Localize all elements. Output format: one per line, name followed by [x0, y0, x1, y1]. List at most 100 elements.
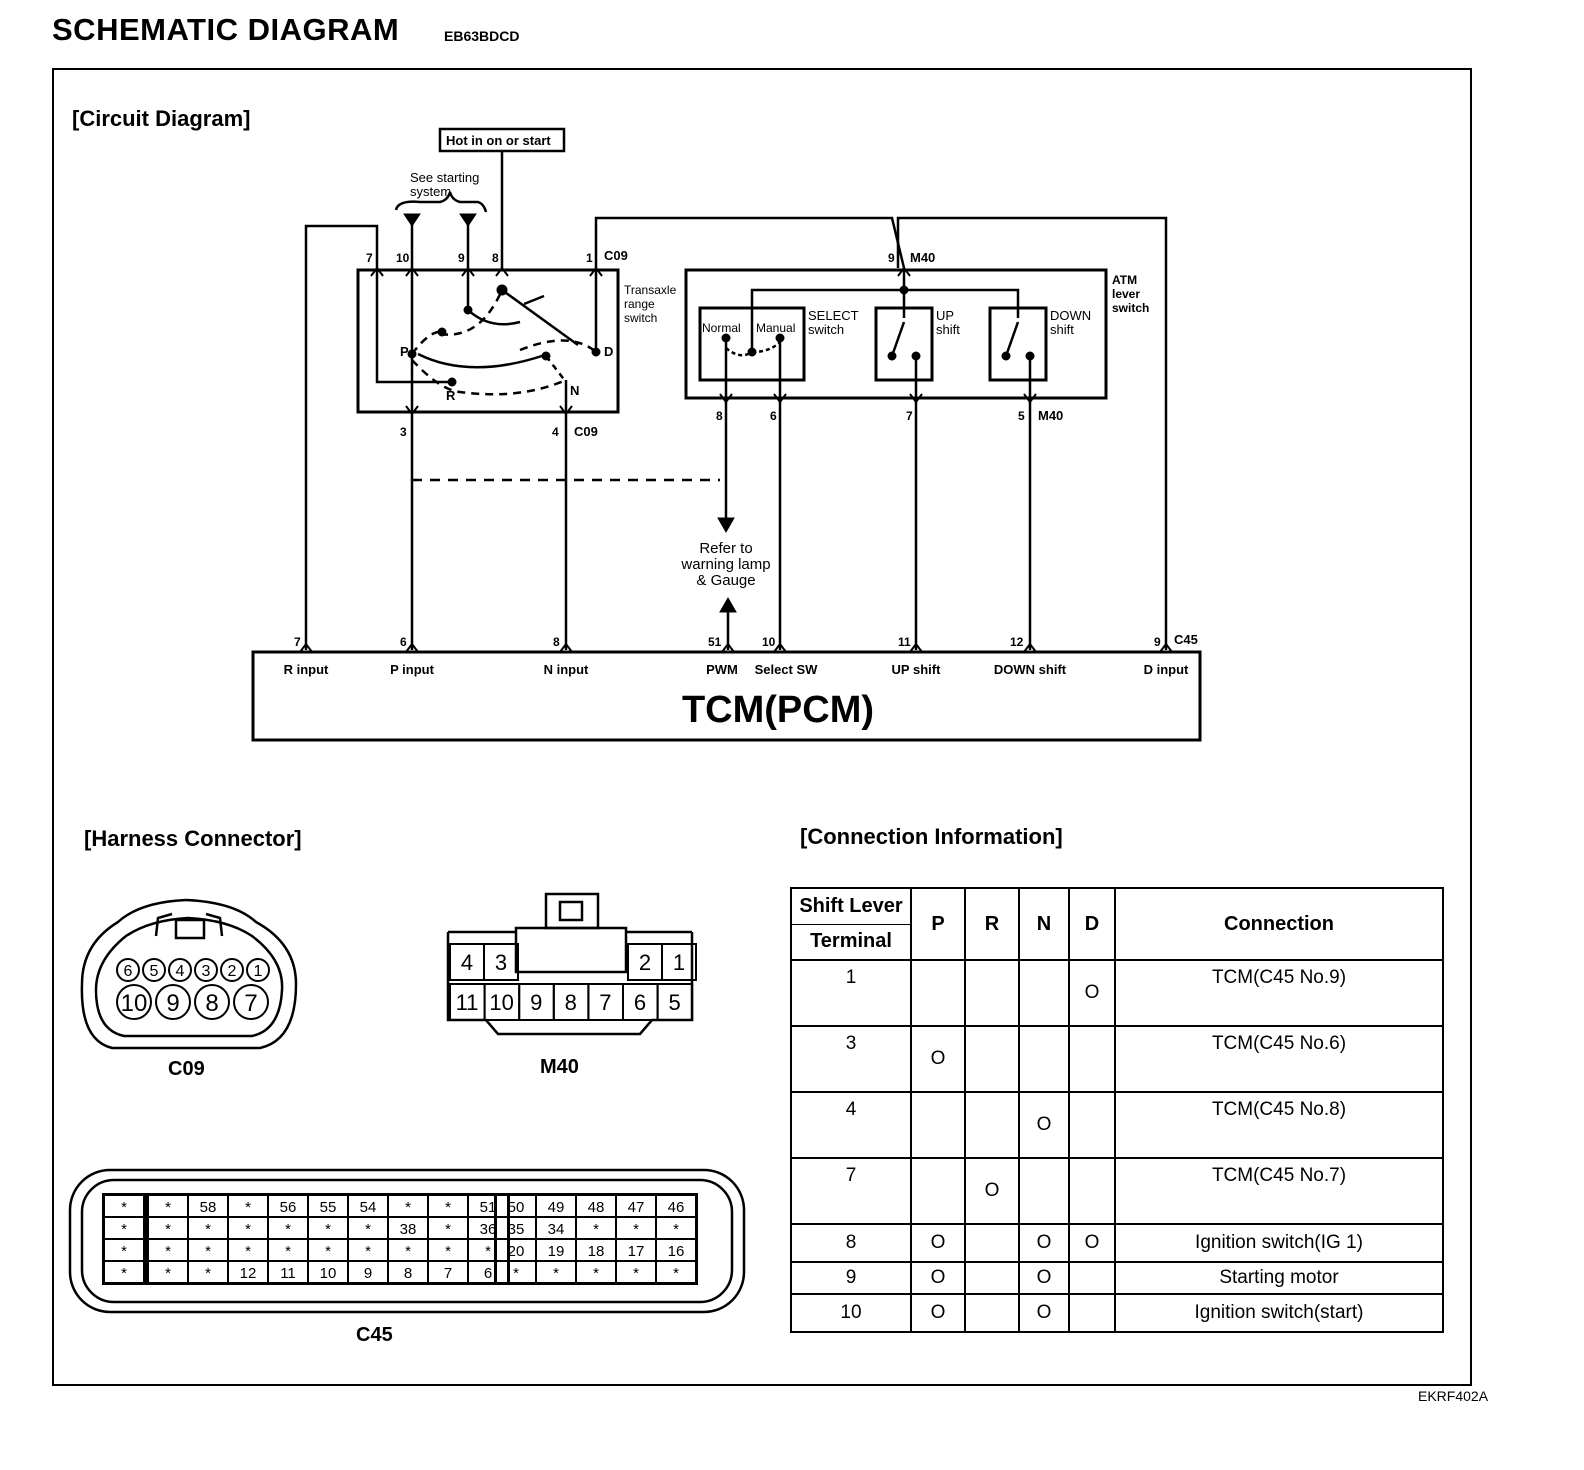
c09-pin-label: 7: [244, 990, 257, 1017]
c09-pin-cell: [116, 958, 140, 982]
terminal-cell: 3: [790, 1025, 912, 1093]
c09-pin-label: 10: [121, 990, 148, 1017]
c09-pin-cell: [246, 958, 270, 982]
select-switch: [698, 306, 806, 382]
c45-pin-label: *: [121, 1243, 127, 1260]
c45-pin-label: *: [365, 1221, 371, 1238]
c45-pin-label: 12: [240, 1265, 257, 1282]
header-r: R: [964, 887, 1020, 961]
c45-pin-label: *: [165, 1199, 171, 1216]
tcm-pin-11: 11: [898, 635, 911, 649]
c45-pin-label: *: [405, 1243, 411, 1260]
c45-pin-label: *: [165, 1243, 171, 1260]
p-cell: O: [910, 1293, 966, 1333]
d-cell: O: [1068, 959, 1116, 1027]
tcm-pin-9: 9: [1154, 635, 1161, 649]
tr-switch-label-2: range: [624, 297, 655, 311]
c09-pin-label: 5: [150, 963, 159, 980]
r-cell: [964, 1223, 1020, 1263]
m40-pin-label: 7: [599, 990, 611, 1015]
tr-switch-label-3: switch: [624, 311, 657, 325]
refer-note-3: & Gauge: [696, 572, 755, 589]
c45-pin-label: *: [593, 1221, 599, 1238]
c45-pin-label: *: [633, 1265, 639, 1282]
c09-top-label: C09: [604, 248, 628, 263]
tr-switch-label-1: Transaxle: [624, 283, 677, 297]
tcm-pin-7: 7: [294, 635, 301, 649]
position-r: R: [446, 388, 456, 403]
m40-pin-cell: [656, 983, 694, 1021]
c45-pin-label: *: [445, 1199, 451, 1216]
c45-pin-label: *: [673, 1221, 679, 1238]
m40-pin-cell: [483, 943, 519, 981]
tcm-pin-51: 51: [708, 635, 722, 649]
c45-pin-label: *: [285, 1243, 291, 1260]
c45-pin-label: *: [325, 1243, 331, 1260]
refer-note-2: warning lamp: [680, 556, 770, 573]
p-cell: O: [910, 1261, 966, 1295]
c45-pin-label: *: [165, 1221, 171, 1238]
d-cell: [1068, 1025, 1116, 1093]
r-cell: [964, 959, 1020, 1027]
connection-cell: Ignition switch(IG 1): [1114, 1223, 1444, 1263]
c09-pin-3: 3: [400, 425, 407, 439]
transaxle-range-switch: [356, 268, 620, 414]
c45-pin-label: 10: [320, 1265, 337, 1282]
n-cell: O: [1018, 1293, 1070, 1333]
connection-table: Shift Lever P R N D Connection Terminal …: [790, 887, 1444, 1333]
connection-cell: TCM(C45 No.7): [1114, 1157, 1444, 1225]
c45-pin-label: *: [513, 1265, 519, 1282]
c45-pin-label: 55: [320, 1199, 337, 1216]
c45-pin-label: 11: [280, 1265, 296, 1282]
circuit-diagram-heading: [Circuit Diagram]: [72, 106, 251, 131]
tcm-pin-10: 10: [762, 635, 776, 649]
d-cell: [1068, 1091, 1116, 1159]
c45-pin-label: 34: [548, 1221, 565, 1238]
terminal-cell: 10: [790, 1293, 912, 1333]
c45-pin-label: 8: [404, 1265, 412, 1282]
c45-pin-label: *: [121, 1221, 127, 1238]
header-n: N: [1018, 887, 1070, 961]
terminal-cell: 1: [790, 959, 912, 1027]
tcm-pin-12: 12: [1010, 635, 1024, 649]
c45-pin-label: 49: [548, 1199, 565, 1216]
c09-pin-cell: [220, 958, 244, 982]
m40-pin-9: 9: [888, 251, 895, 265]
tcm-input-d: D input: [1144, 662, 1189, 677]
r-cell: O: [964, 1157, 1020, 1225]
tcm-input-down-shift: DOWN shift: [994, 662, 1067, 677]
c09-pin-1: 1: [586, 251, 593, 265]
m40-pin-label: 5: [668, 990, 680, 1015]
c45-pin-label: *: [325, 1221, 331, 1238]
connection-cell: TCM(C45 No.8): [1114, 1091, 1444, 1159]
n-cell: [1018, 1157, 1070, 1225]
c45-pin-label: *: [405, 1199, 411, 1216]
c45-pin-label: 46: [668, 1199, 685, 1216]
select-label-1: SELECT: [808, 308, 859, 323]
up-shift-label-2: shift: [936, 322, 960, 337]
m40-pin-7: 7: [906, 409, 913, 423]
m40-pin-5: 5: [1018, 409, 1025, 423]
c45-pin-label: 56: [280, 1199, 297, 1216]
c09-pin-cell: [233, 984, 269, 1020]
m40-bottom-label: M40: [1038, 408, 1063, 423]
tcm-pin-6: 6: [400, 635, 407, 649]
c45-pin-label: 47: [628, 1199, 645, 1216]
c45-pin-label: *: [445, 1221, 451, 1238]
c09-pin-cell: [155, 984, 191, 1020]
c45-pin-label: 58: [200, 1199, 217, 1216]
diagram-frame: [52, 68, 1472, 1386]
position-d: D: [604, 344, 613, 359]
select-label-2: switch: [808, 322, 844, 337]
d-cell: O: [1068, 1223, 1116, 1263]
c45-pin-cell: [655, 1260, 697, 1284]
down-shift-switch: [988, 306, 1048, 382]
